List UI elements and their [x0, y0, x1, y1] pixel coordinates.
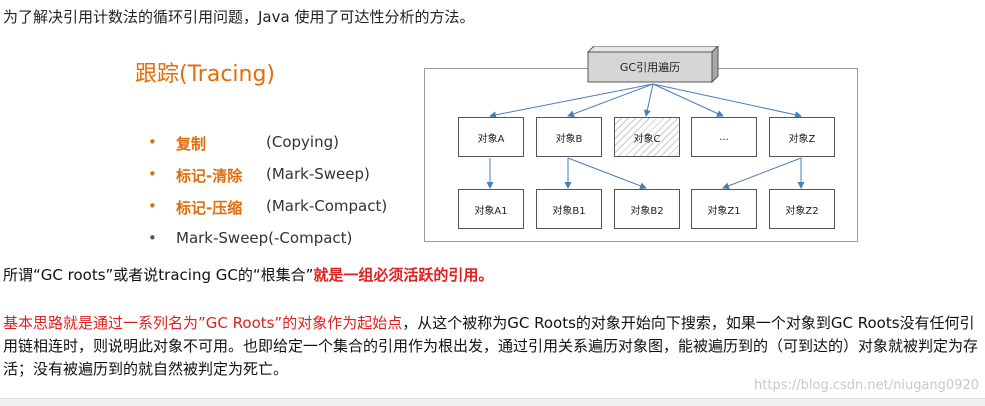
- bullet-icon: •: [148, 229, 157, 247]
- definition-text: 所谓“GC roots”或者说tracing GC的“根集合”: [3, 266, 314, 284]
- bullet-icon: •: [148, 133, 157, 151]
- gc-root-label: GC引用遍历: [619, 61, 681, 74]
- edge-z-z1: [722, 157, 802, 190]
- reachability-paragraph: 基本思路就是通过一系列名为”GC Roots”的对象作为起始点，从这个被称为GC…: [3, 312, 983, 381]
- definition-emphasis: 就是一组必须活跃的引用。: [313, 266, 494, 284]
- node-b2: 对象B2: [614, 189, 680, 229]
- gc-root-box: [586, 46, 719, 84]
- edge-root-dots: [652, 83, 724, 117]
- bullet-icon: •: [148, 197, 157, 215]
- intro-text: 为了解决引用计数法的循环引用问题，Java 使用了可达性分析的方法。: [3, 8, 475, 26]
- node-a: 对象A: [458, 117, 524, 157]
- edge-root-a: [489, 83, 654, 119]
- method-cn-label: 复制: [176, 135, 207, 153]
- node-z2: 对象Z2: [769, 189, 835, 229]
- method-cn-label: 标记-清除: [176, 167, 243, 185]
- bullet-icon: •: [148, 165, 157, 183]
- tracing-title: 跟踪(Tracing): [135, 62, 276, 87]
- edge-root-z: [652, 83, 802, 119]
- method-en-label: (Mark-Sweep): [266, 165, 370, 183]
- method-en-label: (Mark-Compact): [266, 197, 388, 215]
- gc-roots-definition: 所谓“GC roots”或者说tracing GC的“根集合”就是一组必须活跃的…: [3, 264, 493, 285]
- paragraph-emphasis: 基本思路就是通过一系列名为”GC Roots”的对象作为起始点: [3, 314, 403, 332]
- bottom-bar: [0, 398, 985, 406]
- method-plain-label: Mark-Sweep(-Compact): [176, 229, 353, 247]
- csdn-watermark: https://blog.csdn.net/niugang0920: [754, 378, 979, 393]
- edge-root-b: [567, 83, 654, 118]
- node-b1: 对象B1: [536, 189, 602, 229]
- paragraph-body: ，从这个被称为GC Roots的对象开始向下搜索，如果一个对象到GC Roots…: [3, 314, 979, 378]
- node-b: 对象B: [536, 117, 602, 157]
- edge-root-c: [643, 83, 654, 117]
- node-ellipsis: ...: [691, 117, 757, 157]
- edge-b-b2: [567, 157, 647, 190]
- node-z: 对象Z: [769, 117, 835, 157]
- diagram-connectors: [486, 83, 805, 190]
- node-a1: 对象A1: [458, 189, 524, 229]
- method-cn-label: 标记-压缩: [176, 199, 243, 217]
- method-en-label: (Copying): [266, 133, 339, 151]
- node-c-unreachable: 对象C: [614, 117, 680, 157]
- node-z1: 对象Z1: [691, 189, 757, 229]
